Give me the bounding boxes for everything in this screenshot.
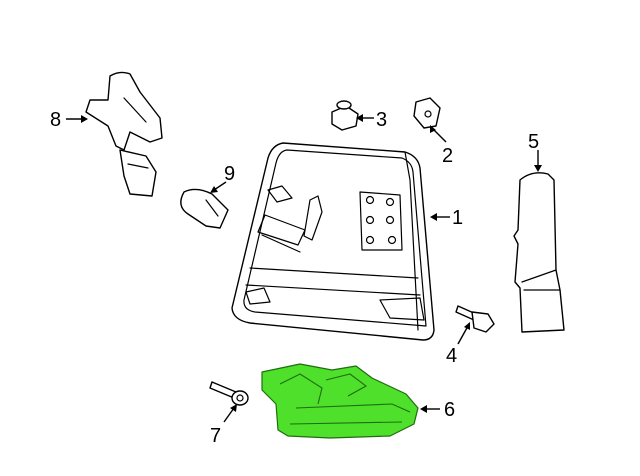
callout-3: 3 [356, 109, 387, 131]
callout-6: 6 [420, 399, 455, 421]
callout-4: 4 [446, 322, 470, 367]
callout-label-8: 8 [50, 109, 61, 131]
callout-label-5: 5 [528, 131, 539, 153]
callout-label-6: 6 [444, 399, 455, 421]
callout-9: 9 [210, 163, 235, 193]
part-3-nut[interactable] [331, 100, 359, 131]
callout-1: 1 [430, 207, 463, 229]
callout-label-3: 3 [376, 109, 387, 131]
callout-label-2: 2 [442, 145, 453, 167]
part-7-screw[interactable] [209, 381, 249, 406]
callout-8: 8 [50, 109, 88, 131]
callout-label-9: 9 [224, 163, 235, 185]
part-9-bulb[interactable] [180, 188, 229, 229]
callout-5: 5 [528, 131, 542, 172]
callout-label-4: 4 [446, 345, 457, 367]
callout-label-7: 7 [210, 425, 221, 447]
part-4-bolt[interactable] [455, 305, 495, 333]
callout-label-1: 1 [452, 207, 463, 229]
callout-2: 2 [430, 125, 453, 167]
part-6-bracket[interactable] [261, 363, 419, 439]
part-1-tail-lamp[interactable] [231, 142, 435, 341]
part-5-trim[interactable] [513, 172, 565, 333]
part-8-socket[interactable] [85, 71, 163, 197]
callout-7: 7 [210, 404, 237, 447]
part-2-clip[interactable] [413, 97, 441, 129]
